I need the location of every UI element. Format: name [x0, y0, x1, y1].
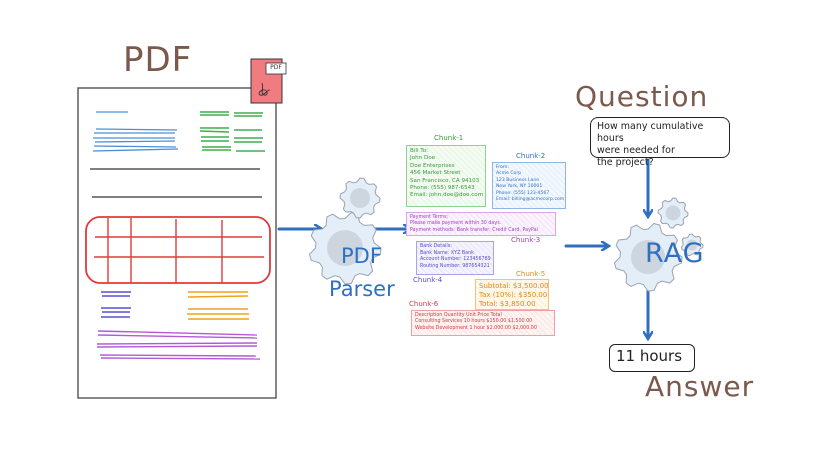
- question-line-3: the project?: [597, 157, 654, 168]
- chunk-line: Email: john.doe@doe.com: [410, 192, 484, 199]
- chunk-3-label: Chunk-3: [511, 236, 541, 244]
- chunk-line: 456 Market Street: [410, 170, 461, 177]
- chunk-line: San Francisco, CA 94103: [410, 177, 480, 184]
- parser-label-line1: PDF: [341, 244, 382, 268]
- question-line-1: How many cumulative hours: [597, 121, 704, 144]
- rag-label: RAG: [645, 238, 705, 269]
- chunk-line: Please make payment within 30 days.: [410, 221, 502, 227]
- answer-box: 11 hours: [609, 344, 695, 372]
- rag-gear-tiny-icon: [680, 233, 704, 257]
- chunk-line: Bill To:: [410, 148, 429, 154]
- rag-gear-large-icon: [614, 223, 683, 292]
- pdf-document: [77, 87, 277, 399]
- chunk-line: From:: [496, 165, 509, 170]
- chunk-4-label: Chunk-4: [413, 276, 443, 284]
- chunk-line: New York, NY 10001: [496, 184, 543, 190]
- chunk-line: Payment methods: Bank transfer, Credit C…: [410, 227, 538, 233]
- chunk-5-label: Chunk-5: [516, 270, 546, 278]
- chunk-4: Bank Details: Bank Name: XYZ Bank Accoun…: [416, 241, 494, 275]
- question-box: How many cumulative hours were needed fo…: [590, 117, 730, 168]
- chunk-2: From: Acme Corp 123 Business Lane New Yo…: [492, 162, 566, 209]
- indigo-text-lines: [101, 291, 131, 318]
- gears: [309, 177, 704, 292]
- chunk-line: John Doe: [410, 155, 436, 162]
- chunk-line: Doe Enterprises: [410, 162, 455, 169]
- chunk-2-label: Chunk-2: [516, 152, 546, 160]
- chunk-line: Consulting Services 10 hours $150.00 $1,…: [415, 319, 533, 325]
- chunk-3: Payment Terms: Please make payment withi…: [406, 212, 556, 236]
- green-text-lines: [199, 111, 265, 152]
- chunk-line: Website Development 1 hour $2,000.00 $2,…: [415, 325, 537, 331]
- chunk-line: Total: $3,850.00: [479, 300, 536, 308]
- red-table: [85, 216, 271, 284]
- separator-lines: [90, 168, 262, 198]
- chunk-line: Bank Details:: [420, 244, 452, 249]
- parser-gear-small-icon: [339, 177, 381, 219]
- chunk-5: Subtotal: $3,500.00 Tax (10%): $350.00 T…: [475, 279, 549, 310]
- chunk-line: Tax (10%): $350.00: [479, 291, 548, 299]
- arrows: [277, 158, 648, 338]
- answer-title: Answer: [645, 370, 755, 403]
- question-title: Question: [575, 80, 709, 113]
- chunk-6-label: Chunk-6: [409, 300, 439, 308]
- chunk-line: Bank Name: XYZ Bank: [420, 250, 474, 256]
- chunk-line: Phone: (555) 987-6543: [410, 185, 475, 192]
- chunk-1-label: Chunk-1: [434, 134, 464, 142]
- parser-label-line2: Parser: [329, 277, 395, 301]
- chunk-line: Email: billing@acmecorp.com: [496, 197, 565, 203]
- chunk-line: 123 Business Lane: [496, 177, 540, 183]
- chunk-6: Description Quantity Unit Price Total Co…: [411, 310, 555, 336]
- purple-text-lines: [96, 330, 261, 360]
- rag-gear-small-icon: [657, 197, 689, 229]
- chunk-line: Phone: (555) 123-4567: [496, 190, 550, 196]
- blue-text-lines: [92, 111, 179, 152]
- question-line-2: were needed for: [597, 145, 675, 156]
- orange-text-lines: [187, 291, 249, 320]
- pdf-badge-label: PDF: [270, 64, 282, 71]
- chunk-line: Routing Number: 987654321: [420, 263, 490, 269]
- chunk-1: Bill To: John Doe Doe Enterprises 456 Ma…: [406, 145, 486, 207]
- answer-text: 11 hours: [616, 347, 683, 365]
- parser-gear-large-icon: [309, 212, 382, 285]
- pdf-title: PDF: [123, 40, 193, 80]
- chunk-line: Payment Terms:: [410, 215, 449, 220]
- chunk-line: Subtotal: $3,500.00: [479, 282, 549, 290]
- chunk-line: Account Number: 123456789: [420, 257, 491, 263]
- chunk-line: Acme Corp: [496, 171, 522, 177]
- pdf-file-icon: [250, 58, 287, 104]
- chunk-line: Description Quantity Unit Price Total: [415, 313, 502, 318]
